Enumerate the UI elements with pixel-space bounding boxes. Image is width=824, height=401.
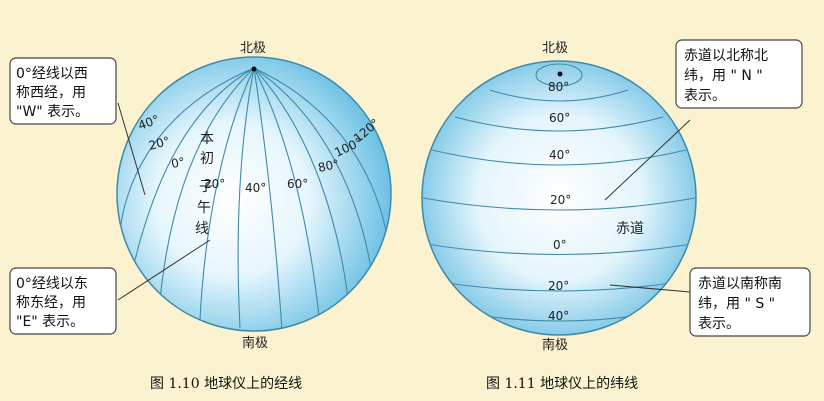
prime-meridian-char: 午	[197, 200, 211, 216]
callout-north-line: 赤道以北称北	[684, 48, 768, 64]
callout-south-line: 表示。	[698, 316, 740, 332]
left-globe-sphere	[116, 56, 392, 332]
latitude-line	[431, 149, 687, 166]
prime-meridian-char: 线	[195, 221, 209, 237]
callout-north-line: 表示。	[684, 88, 726, 104]
left-figure-caption: 图 1.10 地球仪上的经线	[150, 376, 302, 392]
north-pole-dot	[251, 66, 257, 72]
longitude-label: 20°	[147, 134, 171, 153]
latitude-label: 80°	[548, 80, 569, 94]
latitude-label: 40°	[548, 309, 569, 323]
longitude-label: 40°	[245, 181, 266, 195]
callout-east-box	[9, 267, 117, 335]
prime-meridian-char: 本	[200, 131, 214, 147]
right-figure-caption: 图 1.11 地球仪上的纬线	[486, 376, 638, 392]
callout-north-pointer	[604, 119, 691, 201]
callout-west-box	[9, 57, 117, 125]
latitude-label: 40°	[549, 148, 570, 162]
meridian-line	[134, 67, 255, 261]
right-globe-sphere	[421, 60, 697, 336]
north-pole-dot	[557, 71, 563, 77]
equator-label: 赤道	[616, 221, 644, 237]
meridian-line	[253, 67, 321, 326]
callout-west-line: 0°经线以西	[16, 66, 88, 82]
latitude-label: 20°	[550, 193, 571, 207]
callout-west-line: 称西经，用	[16, 85, 86, 101]
right-globe: 北极 南极 80° 60° 40° 20° 0° 20° 40° 赤道 赤道以北…	[421, 39, 811, 392]
meridian-line	[253, 67, 376, 296]
callout-east-line: 称东经，用	[16, 295, 86, 311]
meridian-line	[237, 67, 255, 329]
callout-south-pointer	[609, 284, 691, 293]
callout-west-pointer	[117, 102, 146, 196]
callout-north-line: 纬，用 " N "	[684, 68, 763, 84]
latitude-line	[439, 281, 679, 292]
meridian-line	[253, 67, 351, 316]
latitude-line	[425, 243, 693, 256]
meridian-line	[253, 67, 283, 331]
callout-west-line: "W" 表示。	[16, 104, 89, 120]
prime-meridian-char: 初	[200, 150, 214, 167]
latitude-line	[469, 313, 649, 322]
latitude-line	[454, 116, 664, 132]
callout-south-line: 赤道以南称南	[698, 276, 782, 292]
right-south-pole-label: 南极	[542, 337, 568, 353]
meridian-line	[159, 67, 255, 301]
callout-south-line: 纬，用 " S "	[698, 296, 775, 312]
latitude-line	[535, 63, 583, 87]
longitude-label: 40°	[136, 112, 161, 132]
meridian-lines	[119, 67, 391, 331]
callout-south-box	[689, 267, 811, 337]
left-globe: 北极 南极 40° 20° 0° 20° 40° 60° 80° 100° 12…	[9, 41, 392, 392]
prime-meridian-char: 子	[199, 179, 213, 195]
latitude-label: 0°	[553, 238, 567, 252]
latitude-label: 20°	[548, 279, 569, 293]
latitude-label: 60°	[549, 111, 570, 125]
longitude-label: 60°	[287, 177, 308, 191]
callout-north-box	[675, 39, 803, 109]
longitude-label: 80°	[317, 157, 341, 175]
longitude-label: 20°	[204, 177, 225, 191]
callout-east-line: "E" 表示。	[16, 314, 84, 330]
callout-east-line: 0°经线以东	[16, 276, 88, 292]
latitude-line	[489, 89, 629, 102]
callout-east-pointer	[117, 239, 211, 301]
right-north-pole-label: 北极	[542, 41, 568, 56]
left-north-pole-label: 北极	[240, 41, 266, 56]
latitude-lines	[422, 63, 696, 322]
meridian-line	[199, 67, 255, 321]
left-south-pole-label: 南极	[242, 335, 268, 351]
longitude-label: 0°	[170, 155, 186, 171]
meridian-line	[119, 67, 255, 231]
latitude-line	[422, 197, 696, 211]
